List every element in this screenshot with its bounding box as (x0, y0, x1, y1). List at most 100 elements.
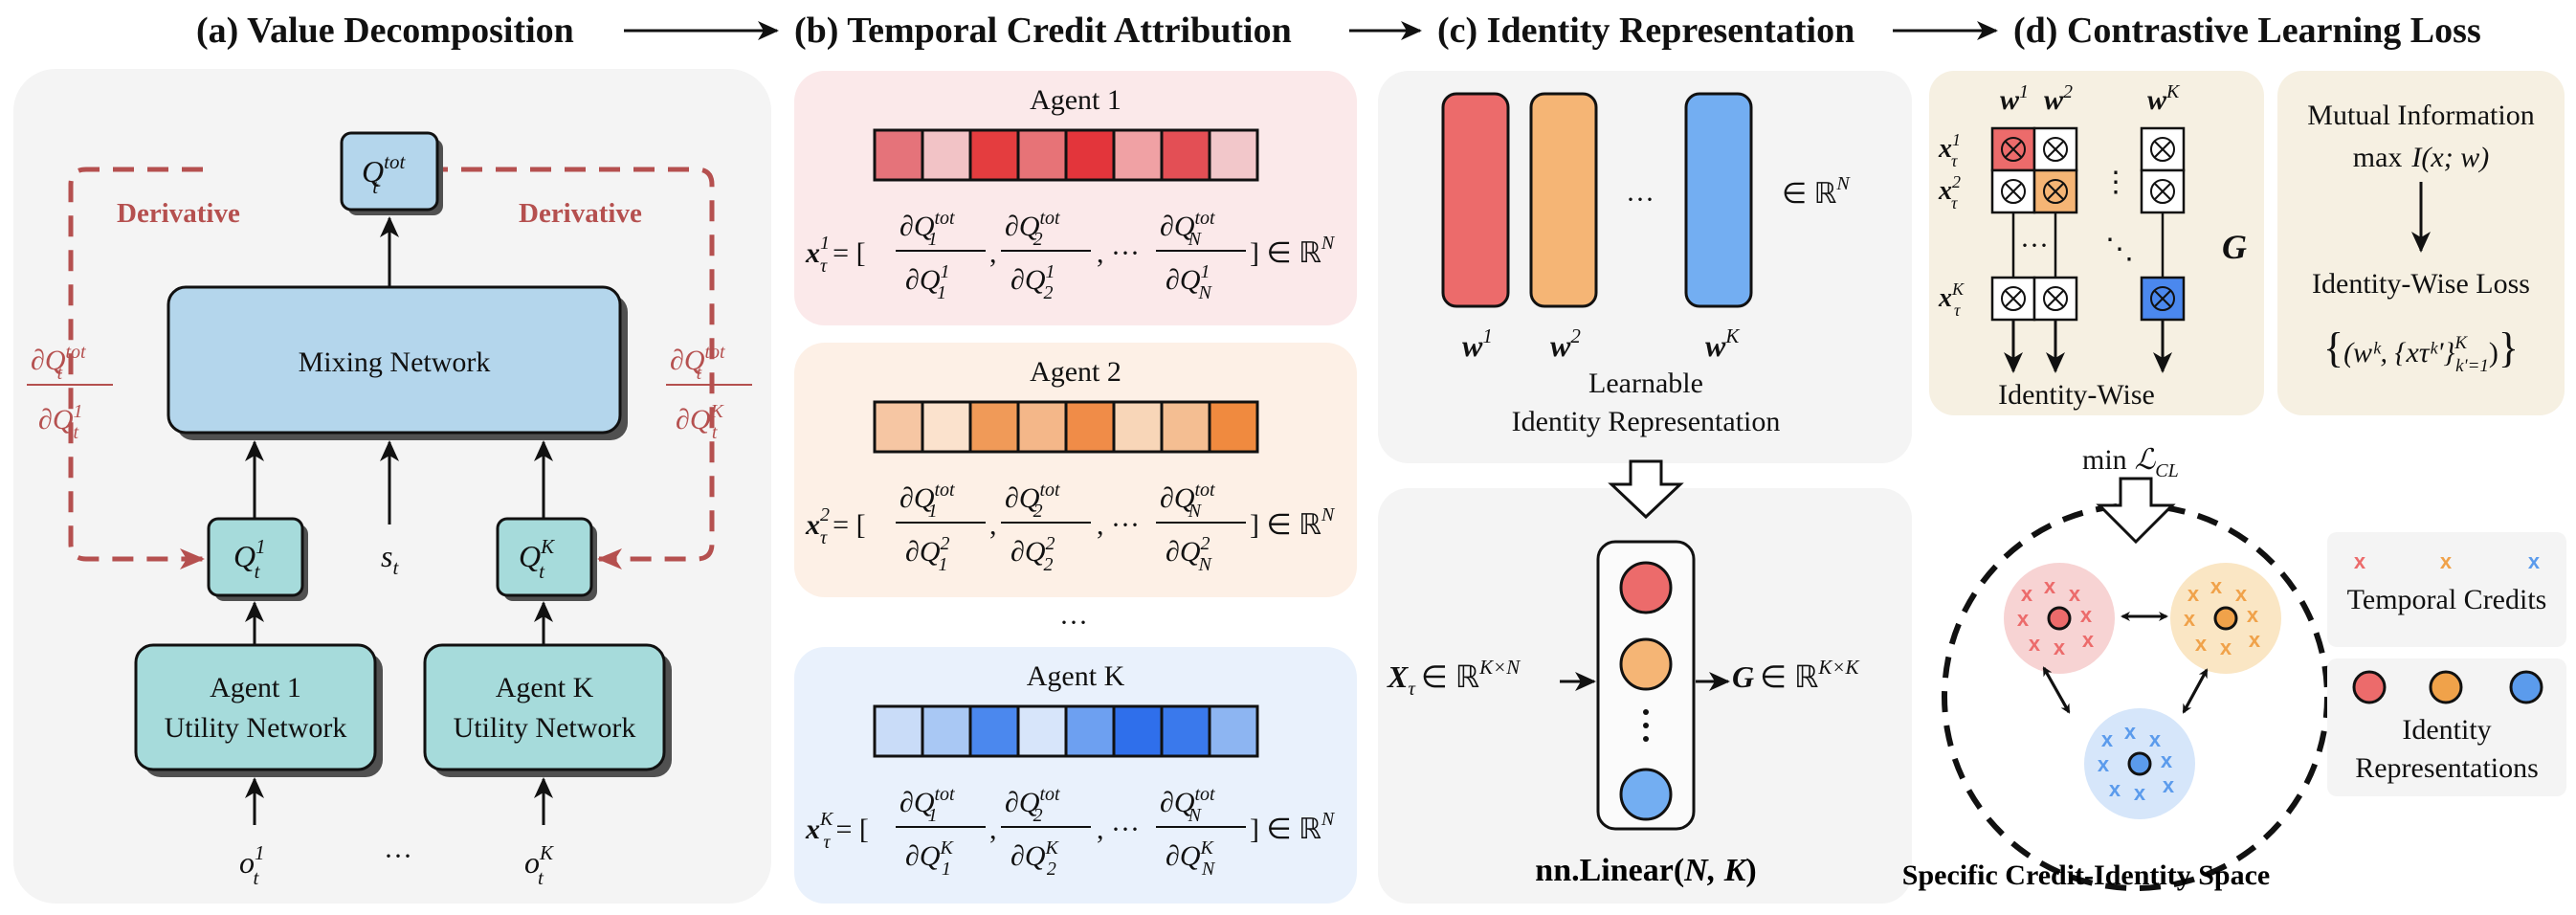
learnable-line1: Learnable (1588, 368, 1703, 399)
otimes-icon (2043, 137, 2068, 162)
identity-wise-label: Identity-Wise (1998, 379, 2155, 411)
credit-x-mark: x (2054, 636, 2066, 659)
agentk-utility-line2: Utility Network (454, 712, 636, 744)
credit-cell (921, 400, 972, 454)
panel-c-top-bg (1378, 71, 1912, 463)
credit-x-mark: x (2017, 607, 2030, 631)
credit-x-mark: x (2235, 582, 2248, 606)
credit-cell (921, 128, 972, 182)
credit-comma-dots: , ··· (1097, 237, 1140, 269)
credit-comma: , (989, 237, 997, 269)
credit-cell (1064, 400, 1116, 454)
credit-x-mark: x (2082, 628, 2095, 652)
header-c: (c) Identity Representation (1437, 11, 1854, 51)
agents-ellipsis: ··· (1059, 607, 1088, 638)
mi-line1: Mutual Information (2307, 100, 2534, 131)
mixing-network-label: Mixing Network (299, 346, 491, 378)
identity-bar (1684, 92, 1753, 308)
credit-cell (873, 400, 924, 454)
g-hdots: ··· (2020, 230, 2049, 261)
agentk-utility-line1: Agent K (496, 672, 594, 703)
credit-cell (1064, 128, 1116, 182)
linear-vdots (1643, 709, 1649, 742)
header-a: (a) Value Decomposition (196, 11, 574, 51)
credit-cell (1064, 704, 1116, 758)
otimes-icon (2001, 286, 2026, 311)
credit-comma: , (989, 814, 997, 845)
otimes-icon (2001, 179, 2026, 204)
otimes-icon (2150, 286, 2175, 311)
linear-neuron (1619, 637, 1673, 691)
credit-cell (1112, 128, 1164, 182)
identity-center (2127, 751, 2152, 776)
qtot-box (340, 131, 439, 212)
credit-cell (968, 704, 1020, 758)
credit-formula-rhs: ] ∈ ℝN (1250, 233, 1336, 269)
credit-x-mark: x (2184, 607, 2196, 631)
credit-identity-space (1942, 502, 2330, 891)
credit-cell (1112, 704, 1164, 758)
g-col-header: w1 (2000, 81, 2029, 116)
credit-x-mark: x (2029, 632, 2041, 656)
credit-comma: , (989, 509, 997, 541)
linear-neuron (1619, 768, 1673, 821)
g-cell (2032, 168, 2078, 214)
legend-identity-bg (2327, 658, 2566, 796)
credit-cell (1016, 128, 1068, 182)
header-b: (b) Temporal Credit Attribution (794, 11, 1292, 51)
credit-x-mark: x (2044, 574, 2056, 598)
agentk-utility-box (423, 643, 666, 771)
credit-cell (968, 128, 1020, 182)
credit-x-mark: x (2124, 720, 2137, 744)
otimes-icon (2150, 137, 2175, 162)
learnable-line2: Identity Representation (1512, 406, 1781, 437)
linear-label: nn.Linear(N, K) (1535, 853, 1756, 888)
agent-card-title: Agent 1 (1030, 84, 1121, 116)
legend-x-mark: x (2354, 549, 2366, 573)
credit-cell (1208, 704, 1259, 758)
identity-bar-label: w1 (1462, 324, 1493, 363)
cluster-arrows (2042, 612, 2209, 714)
credit-cell (1016, 400, 1068, 454)
g-matrix-bg (1929, 71, 2264, 415)
g-ddots: ⋱ (2105, 234, 2134, 265)
space-hollow-arrow (2096, 477, 2176, 545)
svg-text:∂QKt: ∂QKt (676, 401, 725, 443)
identity-loss-label: Identity-Wise Loss (2312, 268, 2530, 300)
credit-x-mark: x (2109, 777, 2121, 801)
panel-a-arrows (245, 216, 553, 825)
otimes-icon (2043, 286, 2068, 311)
credit-formula-rhs: ] ∈ ℝN (1250, 504, 1336, 541)
obs-ellipsis: ··· (384, 840, 412, 872)
agent-card-title: Agent 2 (1030, 356, 1121, 388)
headers: (a) Value Decomposition (b) Temporal Cre… (196, 11, 2481, 51)
credit-cell (873, 704, 924, 758)
credit-x-mark: x (2163, 773, 2175, 797)
agent1-utility-line2: Utility Network (165, 712, 347, 744)
credit-x-mark: x (2098, 752, 2110, 776)
derivative-left-label: Derivative (117, 198, 240, 229)
credit-cell (1016, 704, 1068, 758)
credit-x-mark: x (2021, 582, 2033, 606)
legend-identity-dot (2352, 670, 2387, 704)
legend-x-mark: x (2528, 549, 2541, 573)
